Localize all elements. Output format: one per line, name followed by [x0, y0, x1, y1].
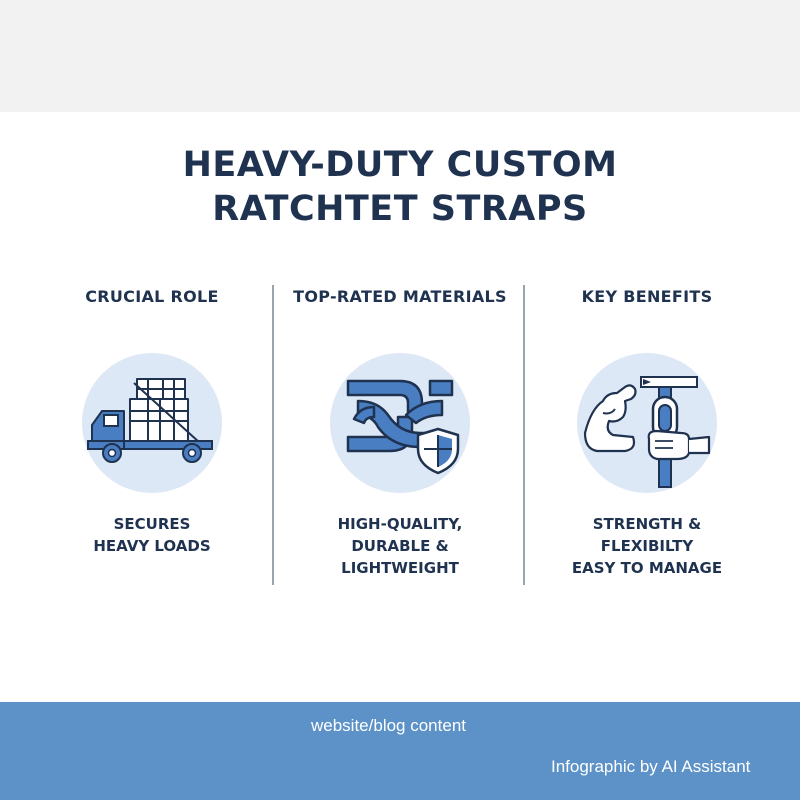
title-line-2: RATCHTET STRAPS: [212, 189, 588, 229]
title-line-1: HEAVY-DUTY CUSTOM: [182, 145, 618, 185]
column-key-benefits: KEY BENEFITS STRENGTH & FLEXIBILTY EASY …: [527, 283, 767, 603]
column-caption: STRENGTH & FLEXIBILTY EASY TO MANAGE: [527, 513, 767, 579]
woven-strap-shield-icon: [346, 379, 460, 475]
column-caption: HIGH-QUALITY, DURABLE & LIGHTWEIGHT: [280, 513, 520, 579]
caption-line: LIGHTWEIGHT: [341, 559, 459, 577]
column-heading: TOP-RATED MATERIALS: [293, 287, 507, 306]
caption-line: FLEXIBILTY: [600, 537, 694, 555]
caption-line: STRENGTH &: [592, 515, 702, 533]
footer-credit: Infographic by AI Assistant: [551, 757, 751, 776]
caption-line: HIGH-QUALITY,: [337, 515, 463, 533]
column-caption: SECURES HEAVY LOADS: [32, 513, 272, 557]
column-divider: [272, 285, 274, 585]
caption-line: SECURES: [113, 515, 191, 533]
column-divider: [523, 285, 525, 585]
truck-icon: [87, 378, 213, 463]
page-title: HEAVY-DUTY CUSTOM RATCHTET STRAPS: [0, 143, 800, 231]
top-band: [0, 0, 800, 112]
flexed-arm-hand-icon: [583, 376, 711, 488]
column-top-rated-materials: TOP-RATED MATERIALS HIGH-QUALITY, DURABL…: [280, 283, 520, 603]
caption-line: EASY TO MANAGE: [571, 559, 723, 577]
caption-line: HEAVY LOADS: [93, 537, 211, 555]
column-crucial-role: CRUCIAL ROLE SECURES HEAVY LOADS: [32, 283, 272, 603]
footer-band: [0, 702, 800, 800]
column-heading: CRUCIAL ROLE: [85, 287, 219, 306]
column-heading: KEY BENEFITS: [581, 287, 713, 306]
caption-line: DURABLE &: [351, 537, 449, 555]
footer-note: website/blog content: [311, 716, 466, 735]
